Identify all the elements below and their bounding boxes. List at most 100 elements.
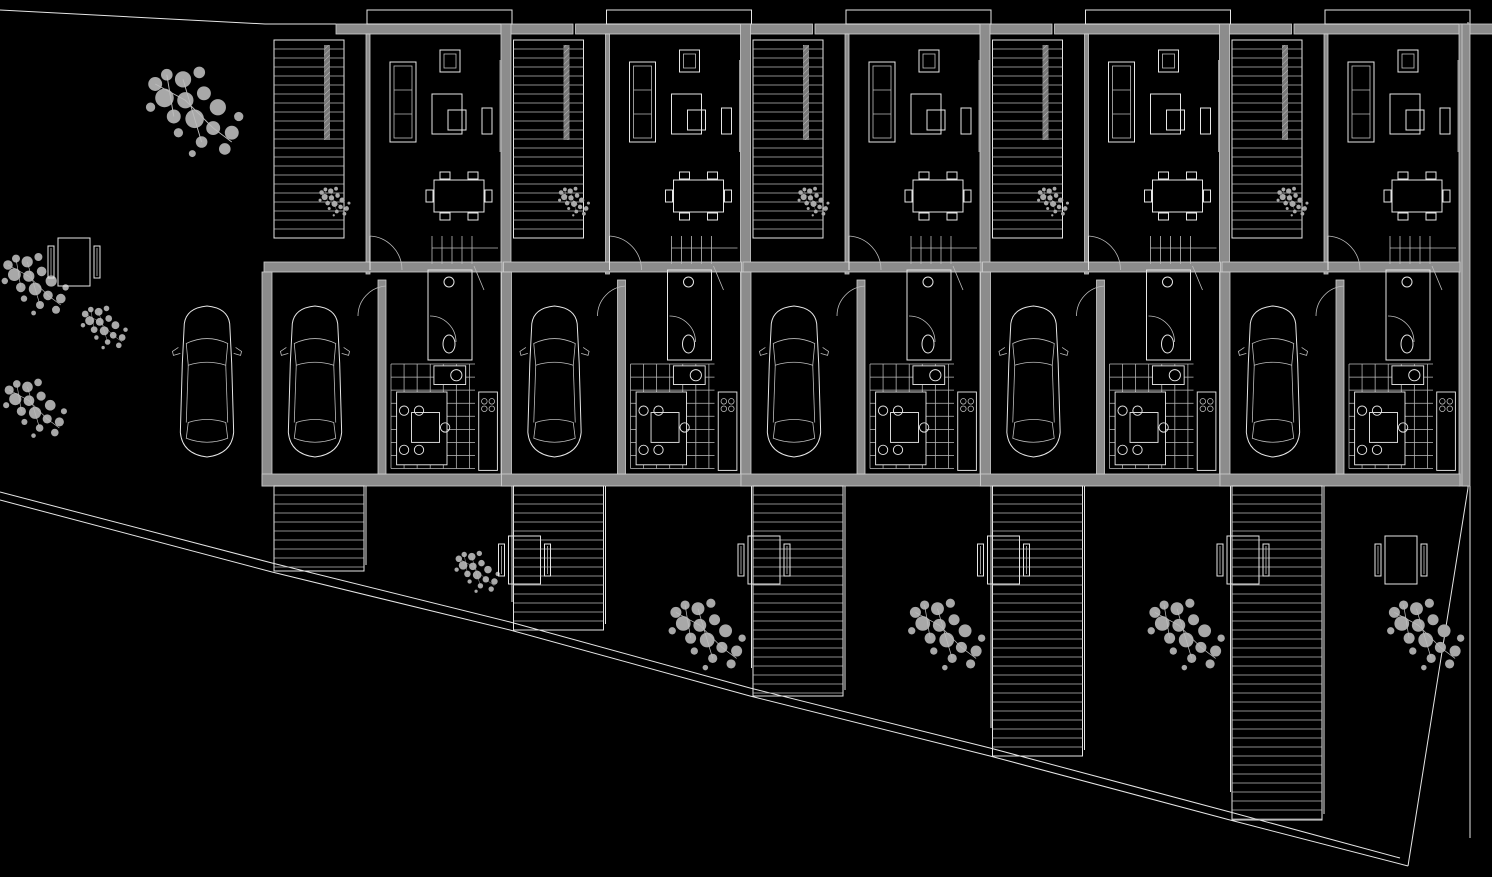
living-furniture-icon xyxy=(868,49,980,153)
stair-treads xyxy=(273,39,345,239)
car-icon xyxy=(758,305,830,458)
car-icon xyxy=(279,305,351,458)
sink-icon xyxy=(1401,276,1413,288)
sink-icon xyxy=(443,276,455,288)
toilet-icon xyxy=(921,334,935,354)
sink-icon xyxy=(922,276,934,288)
wall xyxy=(263,261,503,273)
stair-treads xyxy=(752,39,824,239)
planter xyxy=(1042,45,1049,140)
interior-stair xyxy=(671,236,738,291)
front-wall xyxy=(740,473,982,487)
balcony xyxy=(1085,9,1231,25)
front-wall xyxy=(501,473,742,487)
wall xyxy=(742,261,982,273)
door-swing xyxy=(848,235,882,271)
garage-wall xyxy=(501,271,512,487)
balcony xyxy=(606,9,752,25)
house-unit-3 xyxy=(737,9,1053,728)
garage-wall xyxy=(1096,279,1105,475)
wall xyxy=(814,23,1053,35)
car-icon xyxy=(998,305,1069,458)
car-icon xyxy=(1237,305,1309,458)
balcony xyxy=(1324,9,1471,25)
toilet-icon xyxy=(442,334,456,354)
wall xyxy=(982,261,1221,273)
door-swing xyxy=(1315,285,1345,317)
wall xyxy=(1221,261,1461,273)
car-icon xyxy=(519,305,590,458)
door-swing xyxy=(1076,285,1105,317)
interior-stair xyxy=(910,236,977,291)
tree-icon xyxy=(80,305,129,350)
balcony xyxy=(366,9,513,25)
stair-treads xyxy=(513,39,584,239)
outdoor-table-icon xyxy=(497,535,552,585)
stair-treads xyxy=(752,485,844,697)
stair-treads xyxy=(1231,39,1303,239)
front-wall xyxy=(980,473,1221,487)
toilet-icon xyxy=(1161,334,1174,354)
wall xyxy=(365,33,371,275)
planter xyxy=(324,45,330,140)
tree-icon xyxy=(1,252,70,316)
tree-icon xyxy=(145,66,244,158)
kitchen-icon xyxy=(1348,363,1456,471)
garage-wall xyxy=(261,271,273,487)
stair-treads xyxy=(1231,485,1323,821)
tree-icon xyxy=(1386,598,1465,671)
car-icon xyxy=(171,305,243,458)
tree-icon xyxy=(454,550,501,594)
wall xyxy=(503,261,742,273)
door-swing xyxy=(1148,315,1175,343)
tree-icon xyxy=(2,378,68,439)
bathroom xyxy=(906,269,952,361)
stair-treads xyxy=(992,39,1063,239)
kitchen-icon xyxy=(869,363,977,471)
interior-stair xyxy=(1150,236,1217,291)
house-unit-4 xyxy=(976,9,1292,792)
living-furniture-icon xyxy=(1347,49,1459,153)
garage-wall xyxy=(617,279,626,475)
front-wall xyxy=(1219,473,1461,487)
door-swing xyxy=(1088,235,1121,271)
bathroom xyxy=(1146,269,1191,361)
house-unit-2 xyxy=(497,9,813,671)
stair-treads xyxy=(273,485,365,572)
toilet-icon xyxy=(1400,334,1414,354)
dining-table-icon xyxy=(1144,171,1211,221)
dining-table-icon xyxy=(1383,171,1451,221)
kitchen-icon xyxy=(1109,363,1217,471)
door-swing xyxy=(369,235,403,271)
outdoor-table-icon xyxy=(737,535,791,585)
garage-wall xyxy=(740,271,752,487)
door-swing xyxy=(597,285,626,317)
interior-stair xyxy=(1389,236,1456,291)
wall xyxy=(605,33,610,275)
door-swing xyxy=(669,315,696,343)
planter xyxy=(803,45,809,140)
door-swing xyxy=(357,285,387,317)
bathroom xyxy=(427,269,473,361)
planter xyxy=(1282,45,1288,140)
garage-wall xyxy=(1335,279,1345,475)
garage-wall xyxy=(1219,271,1231,487)
tree-icon xyxy=(668,598,747,671)
interior-stair xyxy=(431,236,498,291)
garage-wall xyxy=(980,271,991,487)
sink-icon xyxy=(1162,276,1173,288)
garage-wall xyxy=(856,279,866,475)
living-furniture-icon xyxy=(389,49,501,153)
wall xyxy=(1323,33,1329,275)
outdoor-table-icon xyxy=(976,535,1031,585)
wall xyxy=(335,23,574,35)
stair-treads xyxy=(513,485,604,631)
balcony xyxy=(845,9,992,25)
dining-table-icon xyxy=(425,171,493,221)
door-swing xyxy=(1327,235,1361,271)
house-unit-5 xyxy=(1216,9,1492,838)
sink-icon xyxy=(683,276,694,288)
door-swing xyxy=(908,315,936,343)
outdoor-table-icon xyxy=(1216,535,1270,585)
